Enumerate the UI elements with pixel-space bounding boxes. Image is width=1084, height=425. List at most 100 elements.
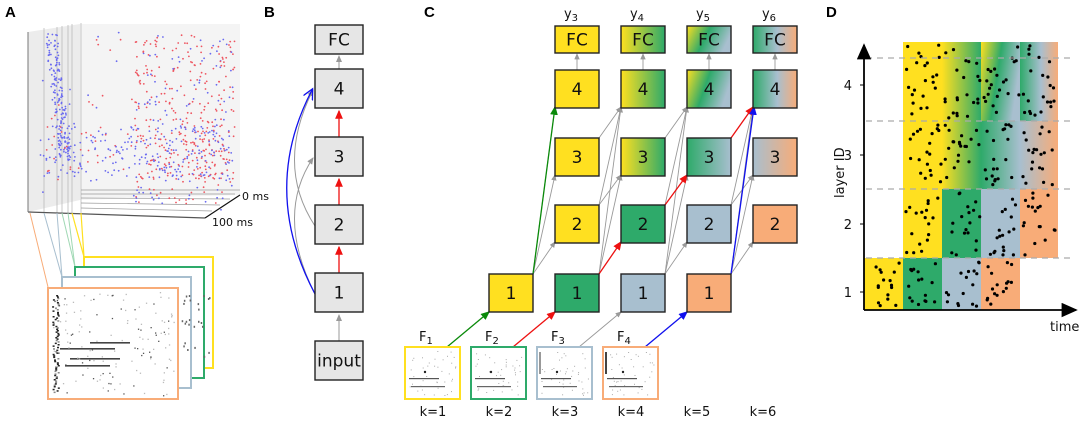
event-point <box>61 164 64 167</box>
event-point <box>59 154 62 157</box>
event-point <box>203 174 206 176</box>
event-point <box>97 130 100 133</box>
spike-dot <box>927 222 931 226</box>
event-point <box>232 68 235 71</box>
event-point <box>58 62 61 64</box>
event-point <box>59 126 62 128</box>
event-point <box>68 141 70 144</box>
event-point <box>56 110 58 113</box>
spike-dot <box>1049 105 1053 109</box>
spike-dot <box>925 150 929 154</box>
event-point <box>218 150 221 153</box>
spike-dot <box>1037 55 1041 60</box>
c-arrow <box>664 173 688 206</box>
event-point <box>59 155 62 158</box>
spike-dot <box>995 94 999 98</box>
b-box-label: input <box>317 352 361 372</box>
event-point <box>59 79 62 82</box>
spike-dot <box>1045 100 1050 104</box>
event-point <box>233 40 236 43</box>
event-point <box>161 202 164 205</box>
event-point <box>204 88 207 90</box>
event-point <box>128 166 131 169</box>
c-box-label: FC <box>698 31 720 51</box>
spike-dot <box>957 140 962 144</box>
slice-floor-line <box>80 202 221 206</box>
event-point <box>135 197 138 200</box>
event-point <box>130 135 133 138</box>
event-point <box>200 111 203 114</box>
event-point <box>54 156 57 159</box>
event-point <box>137 102 140 105</box>
event-point <box>46 36 49 39</box>
time-label-100ms: 100 ms <box>212 216 253 229</box>
spike-dot <box>962 75 966 80</box>
event-point <box>183 94 186 97</box>
event-point <box>113 169 116 172</box>
event-point <box>156 164 159 167</box>
event-point <box>96 161 99 164</box>
c-box-label: FC <box>566 31 588 51</box>
event-point <box>205 130 208 133</box>
spike-dot <box>1046 193 1050 197</box>
event-point <box>146 68 149 71</box>
spike-dot <box>1028 44 1032 48</box>
event-point <box>158 176 161 179</box>
event-point <box>54 114 56 117</box>
event-point <box>60 113 63 116</box>
event-point <box>88 101 90 103</box>
event-point <box>73 122 75 125</box>
spike-dot <box>1004 158 1008 162</box>
event-point <box>217 184 220 186</box>
spike-dot <box>931 75 935 79</box>
event-point <box>175 201 177 204</box>
event-point <box>159 167 161 170</box>
spike-dot <box>917 158 921 162</box>
input-label-f2: F2 <box>485 330 499 347</box>
event-point <box>228 159 231 162</box>
event-point <box>50 73 53 76</box>
event-point <box>57 81 59 84</box>
event-point <box>219 40 221 43</box>
event-point <box>193 125 196 127</box>
spike-dot <box>1021 175 1025 179</box>
event-point <box>56 34 58 37</box>
event-point <box>157 161 160 164</box>
event-point <box>218 177 221 180</box>
event-point <box>140 186 143 189</box>
spike-dot <box>935 73 939 77</box>
event-point <box>190 141 192 144</box>
c-arrow <box>532 105 558 275</box>
event-point <box>232 53 234 55</box>
event-point <box>145 162 148 165</box>
input-label-f3: F3 <box>551 330 565 347</box>
spike-dot <box>955 96 959 100</box>
event-point <box>210 95 213 98</box>
event-point <box>170 129 173 132</box>
event-point <box>170 152 173 155</box>
event-point <box>187 161 190 164</box>
spike-dot <box>974 128 979 132</box>
event-point <box>200 45 203 48</box>
event-point <box>203 132 206 134</box>
event-point <box>146 172 149 175</box>
event-point <box>128 137 131 140</box>
event-point <box>134 117 136 120</box>
event-point <box>153 75 156 77</box>
event-point <box>142 139 145 142</box>
event-point <box>230 69 232 72</box>
event-point <box>154 43 157 46</box>
event-point <box>54 56 57 59</box>
spike-dot <box>1000 210 1004 214</box>
spike-dot <box>1048 83 1052 88</box>
spike-dot <box>997 88 1002 92</box>
event-point <box>46 46 49 49</box>
output-label-y3: y3 <box>564 7 578 24</box>
event-point <box>85 170 87 173</box>
event-point <box>150 96 153 99</box>
c-fc-k4: FC <box>686 25 732 54</box>
event-point <box>182 138 185 141</box>
event-point <box>149 137 152 140</box>
